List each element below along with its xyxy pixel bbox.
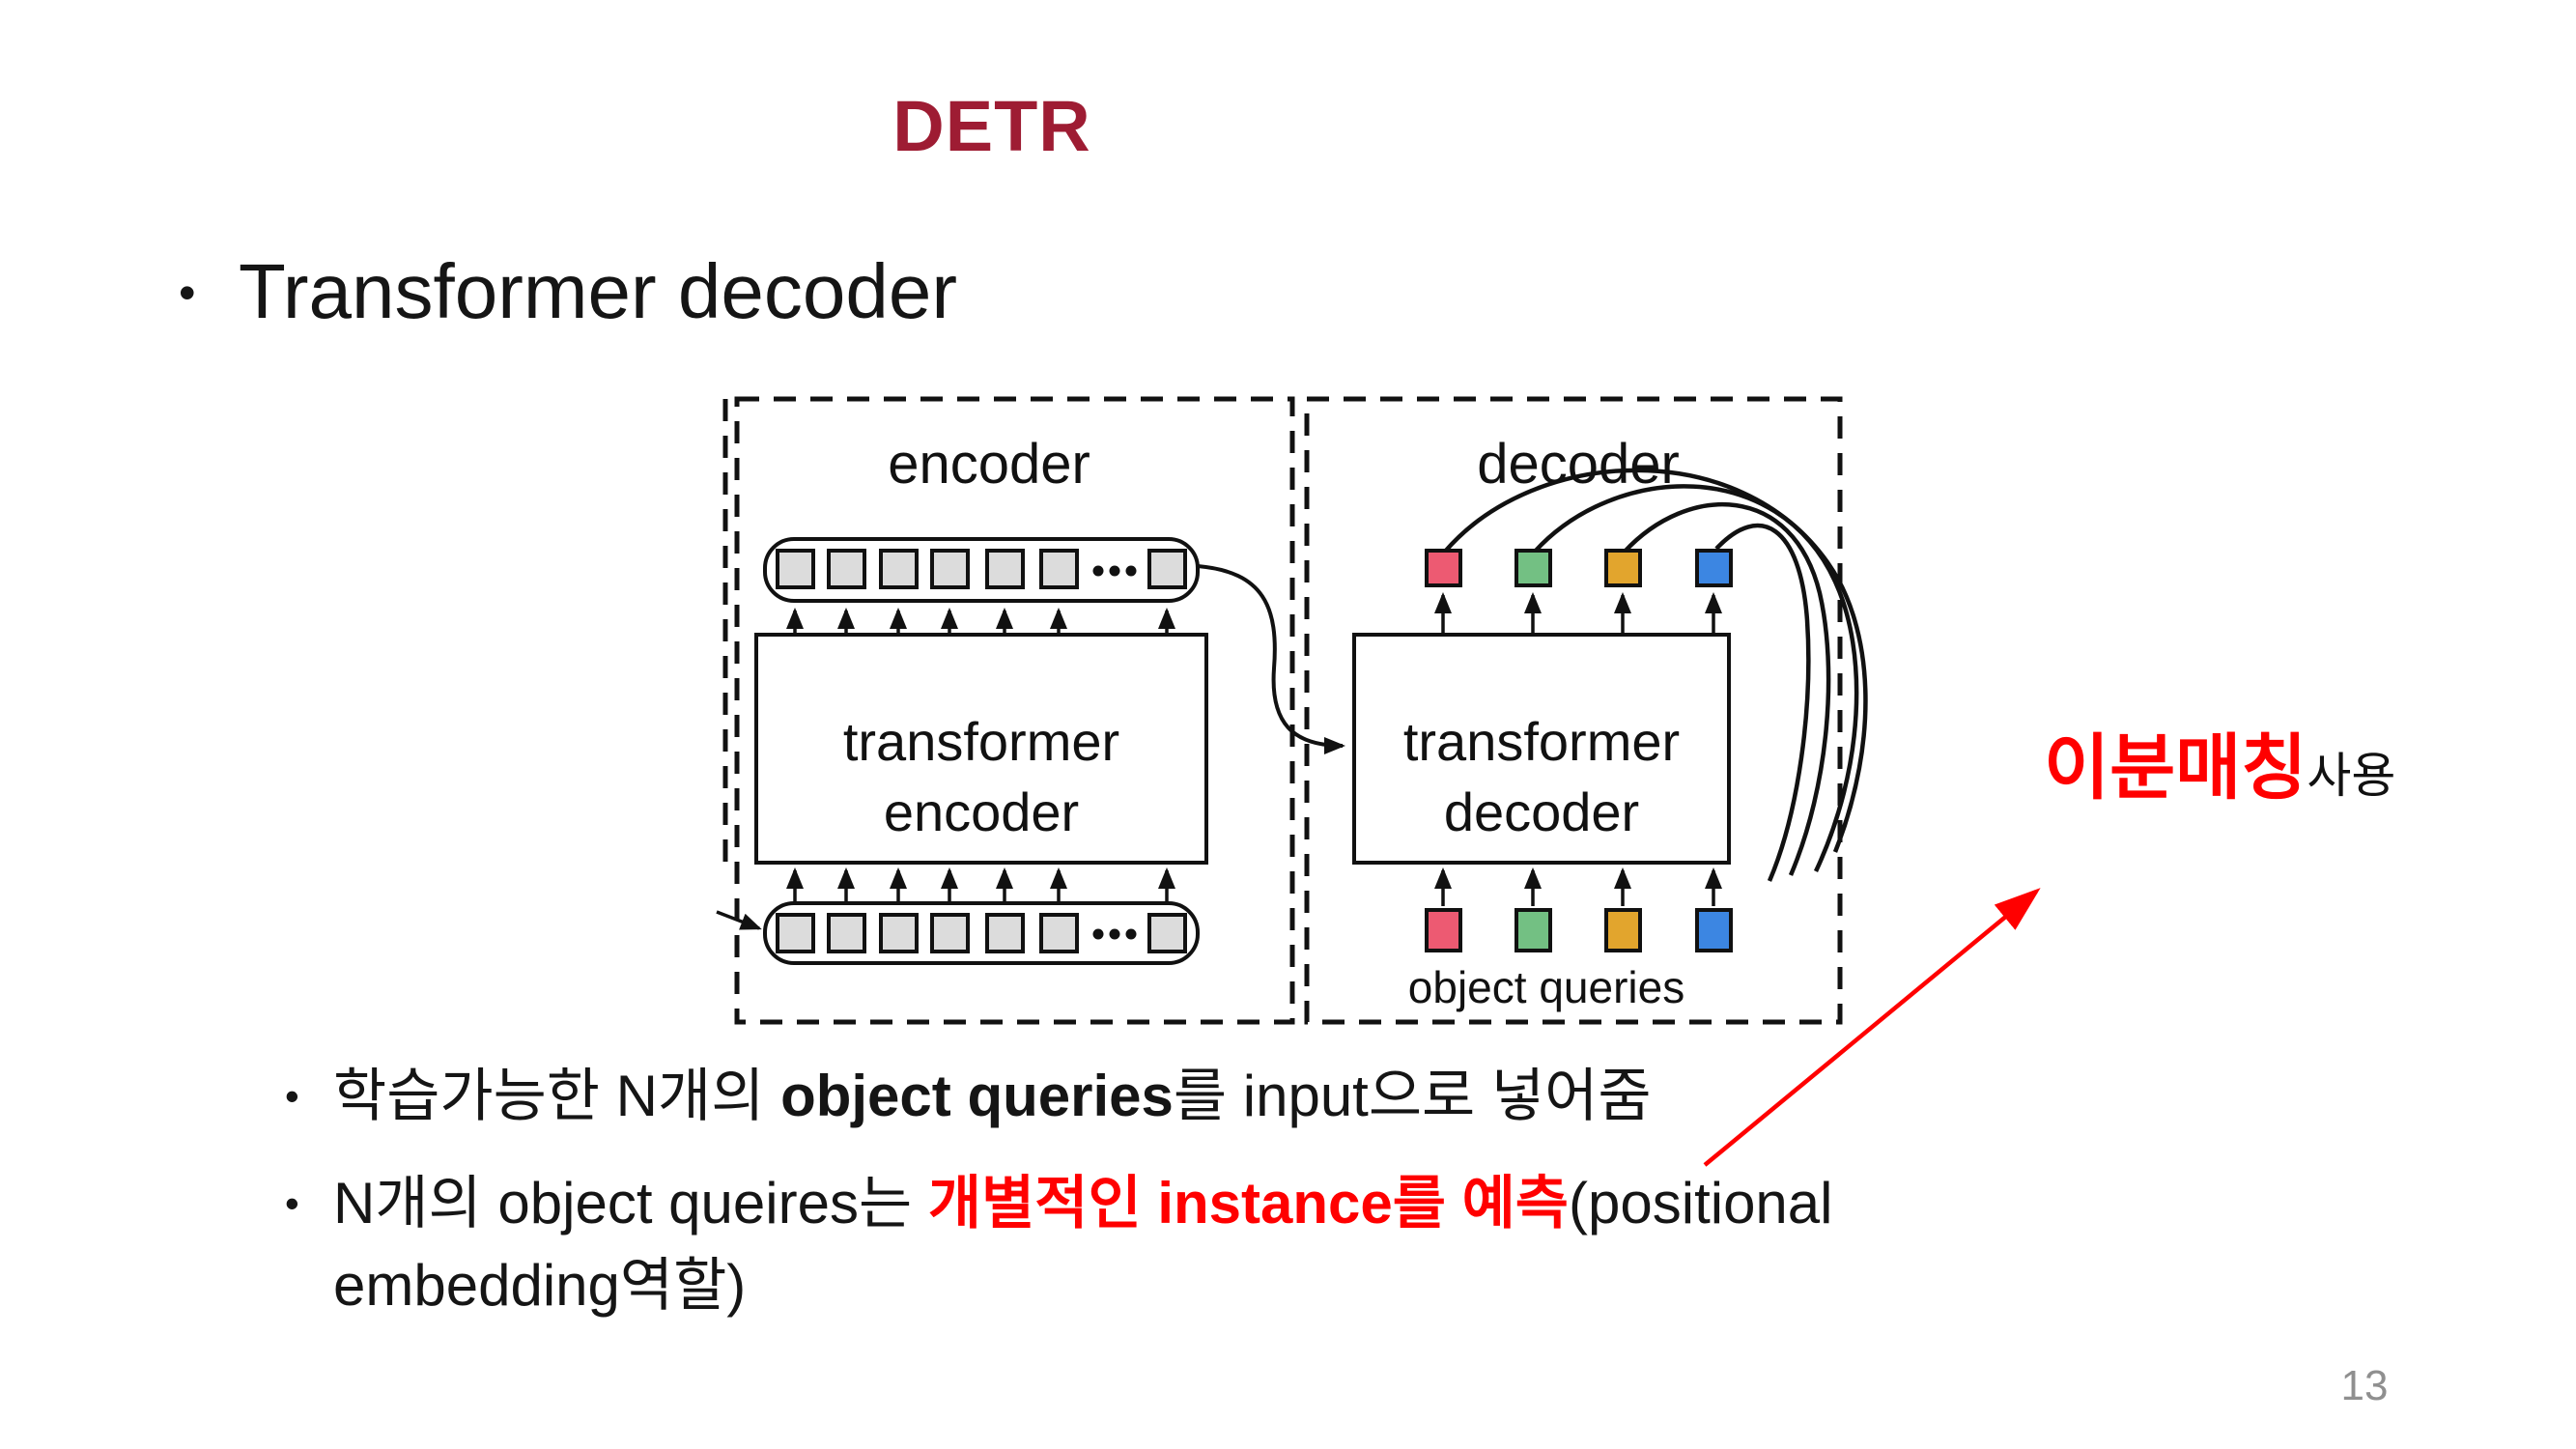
decoder-dashed-box <box>1304 396 1843 1025</box>
page-number: 13 <box>2340 1362 2389 1409</box>
transformer-encoder-box <box>754 633 1208 865</box>
bullet-marker: • <box>285 1073 299 1119</box>
bullet2-red-bold: 개별적인 instance를 예측 <box>927 1171 1570 1236</box>
decoder-panel: decoder trans <box>1304 396 1868 1025</box>
encoder-panel: encoder <box>716 396 1295 1025</box>
encoder-output-ellipsis <box>1092 565 1137 577</box>
heading-transformer-decoder: • Transformer decoder <box>179 249 957 334</box>
bullet1-bold: object queries <box>780 1064 1174 1128</box>
bipartite-matching-annotation: 이분매칭사용 <box>2044 732 2395 804</box>
transformer-decoder-box <box>1352 633 1731 865</box>
bullet2-line2: embedding역할) <box>333 1253 747 1318</box>
decoder-output-arcs <box>1443 468 1868 882</box>
decoder-panel-label: decoder <box>1477 433 1680 496</box>
encoder-bottom-arrows <box>786 867 1175 903</box>
bullet1-pre: 학습가능한 N개의 <box>333 1064 781 1128</box>
bullet-list: • 학습가능한 N개의 object queries를 input으로 넣어줌 … <box>285 1055 2178 1326</box>
encoder-input-tokens <box>776 913 1187 953</box>
decoder-bottom-arrows <box>1434 867 1722 906</box>
bullet-text: N개의 object queires는 개별적인 instance를 예측(po… <box>333 1162 1833 1326</box>
annotation-red-text: 이분매칭 <box>2044 727 2307 808</box>
annotation-arrow <box>1703 888 2041 1167</box>
bullet2-pre: N개의 object queires는 <box>333 1171 928 1236</box>
bullet-text: 학습가능한 N개의 object queries를 input으로 넣어줌 <box>333 1055 1652 1137</box>
encoder-panel-label: encoder <box>888 433 1090 496</box>
decoder-output-slots <box>1425 549 1733 587</box>
encoder-top-arrows <box>786 608 1175 635</box>
bullet-marker: • <box>285 1180 299 1226</box>
page-title: DETR <box>892 86 1091 166</box>
encoder-input-ellipsis <box>1092 928 1137 940</box>
bullet2-post: (positional <box>1569 1171 1833 1236</box>
encoder-dashed-box <box>734 396 1295 1025</box>
annotation-black-text: 사용 <box>2307 749 2396 803</box>
encoder-output-tokens <box>776 549 1187 589</box>
decoder-top-arrows <box>1434 592 1722 635</box>
encoder-input-pill <box>763 901 1200 965</box>
bullet-instance-prediction: • N개의 object queires는 개별적인 instance를 예측(… <box>285 1162 2178 1326</box>
object-query-tokens <box>1425 908 1733 952</box>
bullet-object-queries-input: • 학습가능한 N개의 object queries를 input으로 넣어줌 <box>285 1055 2178 1137</box>
transformer-decoder-label-line1: transformer <box>1403 711 1680 772</box>
bullet1-post: 를 input으로 넣어줌 <box>1173 1064 1652 1128</box>
encoder-output-pill <box>763 537 1200 603</box>
transformer-encoder-label-line1: transformer <box>843 711 1119 772</box>
encoder-to-decoder-arrow <box>1197 564 1345 754</box>
heading-text: Transformer decoder <box>239 248 957 334</box>
encoder-input-arrow <box>716 910 762 930</box>
transformer-decoder-label-line2: decoder <box>1444 781 1639 842</box>
heading-bullet-marker: • <box>179 266 196 320</box>
transformer-encoder-label-line2: encoder <box>884 781 1079 842</box>
object-queries-label: object queries <box>1408 962 1684 1012</box>
